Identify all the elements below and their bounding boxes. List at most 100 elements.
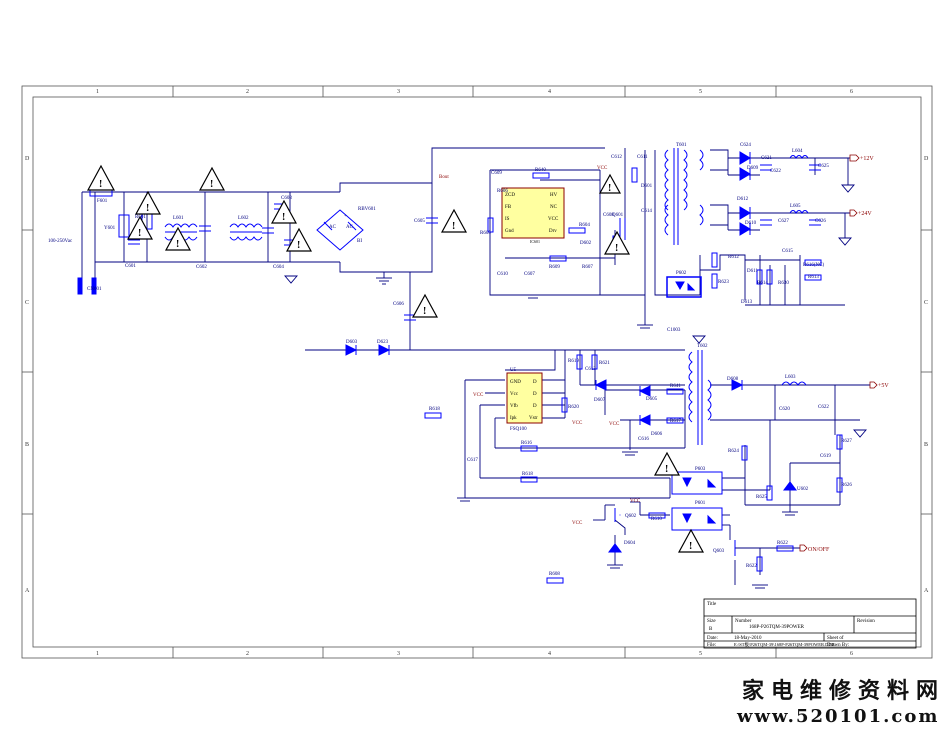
col-label: 4 xyxy=(548,89,551,95)
label-c627: C627 xyxy=(778,219,789,224)
label-r640: R640 xyxy=(535,168,546,173)
label-c609: C609 xyxy=(491,171,502,176)
varistor xyxy=(118,214,130,238)
label-bridge-minus: BI xyxy=(357,239,362,244)
svg-text:!: ! xyxy=(452,221,455,232)
col-label: 2 xyxy=(246,651,249,657)
label-p602: P602 xyxy=(676,271,687,276)
label-r626: R626 xyxy=(841,483,852,488)
resistor xyxy=(756,269,763,285)
inductor-l604 xyxy=(789,155,809,159)
label-c620: C620 xyxy=(779,407,790,412)
title-block-text: Title Size B Number 168P-P26TQM-39POWER … xyxy=(707,602,875,648)
svg-text:!: ! xyxy=(665,464,668,475)
svg-text:!: ! xyxy=(615,243,618,254)
label-c608: C608 xyxy=(603,213,614,218)
resistor xyxy=(711,252,718,268)
label-r606: R606 xyxy=(497,189,508,194)
label-q601: Q601 xyxy=(612,213,624,218)
vcc-label: VCC xyxy=(572,421,583,426)
label-cap-y2: C604 xyxy=(273,265,284,270)
connector-pin xyxy=(91,277,97,295)
label-d609: D609 xyxy=(747,166,759,171)
pin-label: NC xyxy=(550,205,558,210)
resistor xyxy=(520,476,538,483)
file-value: E:\ST板\P26TQM-39\168P-P26TQM-39POWER.DDB xyxy=(734,641,835,648)
ground-icon xyxy=(376,277,392,285)
label-c621: C621 xyxy=(761,156,772,161)
label-c619: C619 xyxy=(820,454,831,459)
svg-text:!: ! xyxy=(297,240,300,251)
pin-label: Ipk xyxy=(510,416,517,421)
ic-name: IC601 xyxy=(530,239,540,244)
ic-ic601 xyxy=(501,187,565,239)
sheet-border xyxy=(21,85,933,659)
vcc-label: VCC xyxy=(609,422,620,427)
label-r630: R630 xyxy=(778,281,789,286)
common-mode-choke xyxy=(164,223,198,228)
label-d613: D613 xyxy=(741,300,753,305)
resistor xyxy=(836,477,843,493)
col-label: 5 xyxy=(699,89,702,95)
resistor xyxy=(756,556,763,572)
label-choke1: L601 xyxy=(173,216,184,221)
col-label: 2 xyxy=(246,89,249,95)
label-r620: R620 xyxy=(568,405,579,410)
ground-icon xyxy=(692,335,706,344)
diode xyxy=(638,385,651,397)
ground-icon xyxy=(457,497,473,502)
u5-pins: GND Vcc Vfb Ipk D D D Vstr xyxy=(510,380,538,421)
svg-text:!: ! xyxy=(282,212,285,223)
label-c610: C610 xyxy=(497,272,508,277)
label-r612: R612 xyxy=(728,255,739,260)
label-thermistor: R601 xyxy=(135,215,146,220)
label-cap-x: C601 xyxy=(125,264,136,269)
svg-text:!: ! xyxy=(99,179,102,190)
label-c606: C606 xyxy=(393,302,404,307)
label-c614: C614 xyxy=(641,209,652,214)
title-label: Title xyxy=(707,602,717,607)
label-r607: R607 xyxy=(582,265,593,270)
resistor xyxy=(591,354,598,370)
label-r614: R614 xyxy=(757,281,768,286)
col-label: 6 xyxy=(850,89,853,95)
ground-triangles xyxy=(284,184,867,438)
label-c616: C616 xyxy=(638,437,649,442)
revision-label: Revision xyxy=(857,619,875,624)
label-q603: Q603 xyxy=(713,549,725,554)
row-label: C xyxy=(924,300,928,306)
diode xyxy=(739,222,751,236)
pin-label: IS xyxy=(505,217,510,222)
label-p603: P603 xyxy=(695,467,706,472)
label-d611: D611 xyxy=(747,269,758,274)
col-label: 3 xyxy=(397,651,400,657)
diode xyxy=(739,167,751,181)
label-c625: C625 xyxy=(818,164,829,169)
label-r641: R641 xyxy=(670,384,681,389)
pin-label: Gnd xyxy=(505,229,514,234)
label-d604: D604 xyxy=(624,541,636,546)
label-p601: P601 xyxy=(695,501,706,506)
label-r623: R623 xyxy=(718,280,729,285)
warning-icon xyxy=(677,528,705,553)
label-r605: R605 xyxy=(480,231,491,236)
resistor xyxy=(766,485,773,501)
ground-icon xyxy=(607,564,623,569)
inductor-l603 xyxy=(781,381,807,386)
resistor xyxy=(776,545,794,552)
wires xyxy=(81,147,870,585)
resistor xyxy=(561,397,568,413)
size-value: B xyxy=(709,627,713,632)
ground-icon xyxy=(752,584,768,589)
watermark-url: www.520101.com xyxy=(737,706,940,727)
number-value: 168P-P26TQM-39POWER xyxy=(749,625,805,630)
label-c617: C617 xyxy=(467,458,478,463)
resistor xyxy=(549,255,567,262)
optocoupler-p602 xyxy=(666,276,702,298)
resistor xyxy=(836,434,843,450)
pin-label: Vstr xyxy=(529,416,538,421)
label-r618b: R618 xyxy=(429,407,440,412)
resistor xyxy=(711,273,718,289)
border-labels: 1 2 3 4 5 6 1 2 3 4 5 6 D C B A D C B A xyxy=(25,89,929,657)
pin-label: VCC xyxy=(548,217,559,222)
